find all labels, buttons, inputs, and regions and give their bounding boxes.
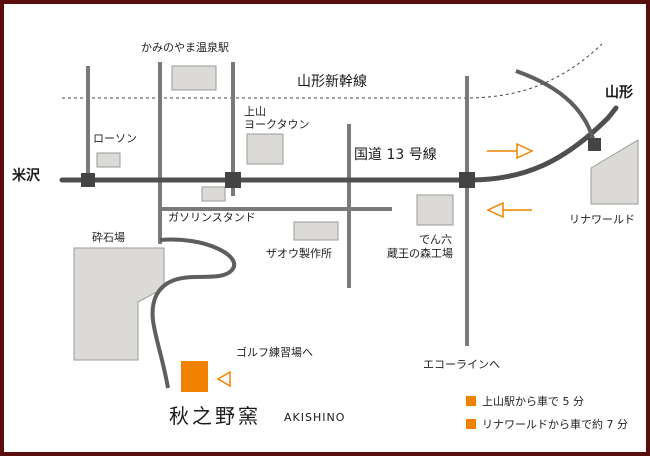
rinaworld-label: リナワールド — [569, 213, 635, 226]
zao-factory-building — [293, 221, 339, 241]
denroku-building — [416, 194, 454, 226]
junction-lawson — [81, 173, 95, 187]
quarry-area — [73, 247, 165, 361]
ecoline-label: エコーラインへ — [423, 358, 500, 371]
denroku-label-line2: 蔵王の森工場 — [387, 247, 453, 260]
lawson-building — [96, 152, 121, 168]
zao-label: ザオウ製作所 — [266, 247, 332, 260]
station-label: かみのやま温泉駅 — [141, 41, 229, 54]
yorktown-building — [246, 133, 284, 165]
arrow-to-golf — [216, 370, 231, 388]
city-west-label: 米沢 — [12, 168, 40, 184]
route-13 — [59, 105, 619, 183]
highway-label: 国道 13 号線 — [354, 147, 437, 163]
denroku-label-line1: でん六 — [419, 233, 452, 246]
arrow-west — [486, 201, 532, 219]
legend-swatch — [466, 396, 476, 406]
junction-kaminoyama — [225, 172, 241, 188]
legend-text: 上山駅から車で 5 分 — [482, 395, 584, 408]
arrow-east — [487, 142, 534, 160]
kaminoyama-label-line2: ヨークタウン — [244, 118, 310, 131]
lawson-label: ローソン — [93, 132, 137, 145]
golf-label: ゴルフ練習場へ — [236, 346, 313, 359]
road-to-kiln — [150, 237, 237, 389]
station-building — [171, 65, 217, 91]
gas-station-building — [201, 186, 226, 202]
quarry-label: 砕石場 — [92, 231, 125, 244]
gas-label: ガソリンスタンド — [168, 211, 256, 224]
destination-name: 秋之野窯 — [169, 404, 261, 428]
rail-label: 山形新幹線 — [297, 74, 367, 90]
rinaworld-area — [590, 139, 639, 205]
city-east-label: 山形 — [605, 85, 633, 101]
legend-item: リナワールドから車で約 7 分 — [466, 416, 628, 432]
junction-13 — [459, 172, 475, 188]
junction-yamagata — [588, 138, 601, 151]
route-yamagata-curve — [515, 69, 596, 143]
kaminoyama-label-line1: 上山 — [244, 105, 266, 118]
legend-text: リナワールドから車で約 7 分 — [482, 418, 628, 431]
kiln-marker — [181, 361, 208, 392]
legend-swatch — [466, 419, 476, 429]
legend-item: 上山駅から車で 5 分 — [466, 393, 584, 409]
destination-romaji: AKISHINO — [284, 411, 346, 424]
map-canvas — [59, 43, 639, 392]
shinkansen-line — [62, 43, 603, 99]
